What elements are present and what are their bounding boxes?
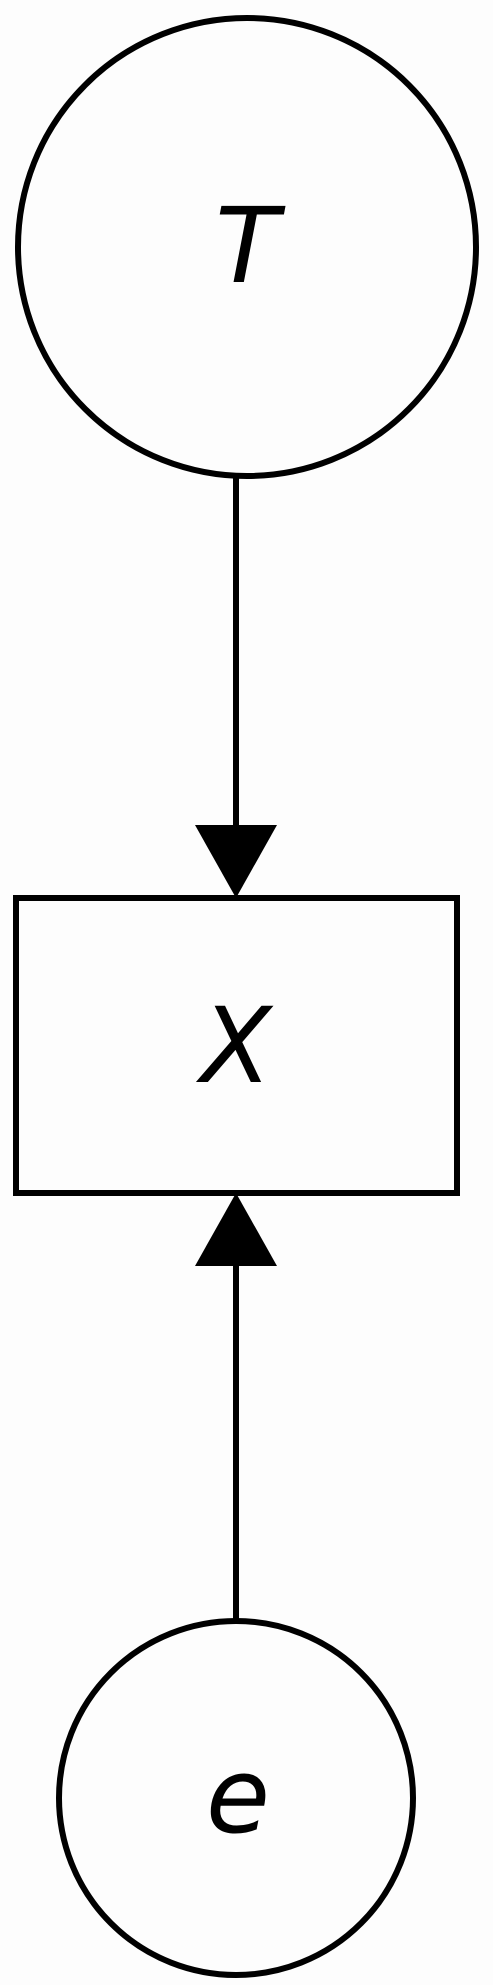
- node-t: T: [15, 15, 479, 479]
- edge-t-to-x-arrowhead: [195, 825, 277, 898]
- node-e-circle: [56, 1618, 416, 1978]
- node-x-box: [13, 895, 460, 1196]
- edge-t-to-x: [195, 476, 277, 898]
- edge-e-to-x: [195, 1193, 277, 1621]
- node-t-label: T: [215, 185, 286, 307]
- node-x: X: [13, 895, 460, 1196]
- node-e-label: e: [206, 1735, 270, 1857]
- node-e: e: [56, 1618, 416, 1978]
- edge-e-to-x-arrowhead: [195, 1193, 277, 1266]
- node-t-circle: [15, 15, 479, 479]
- node-x-label: X: [195, 985, 274, 1107]
